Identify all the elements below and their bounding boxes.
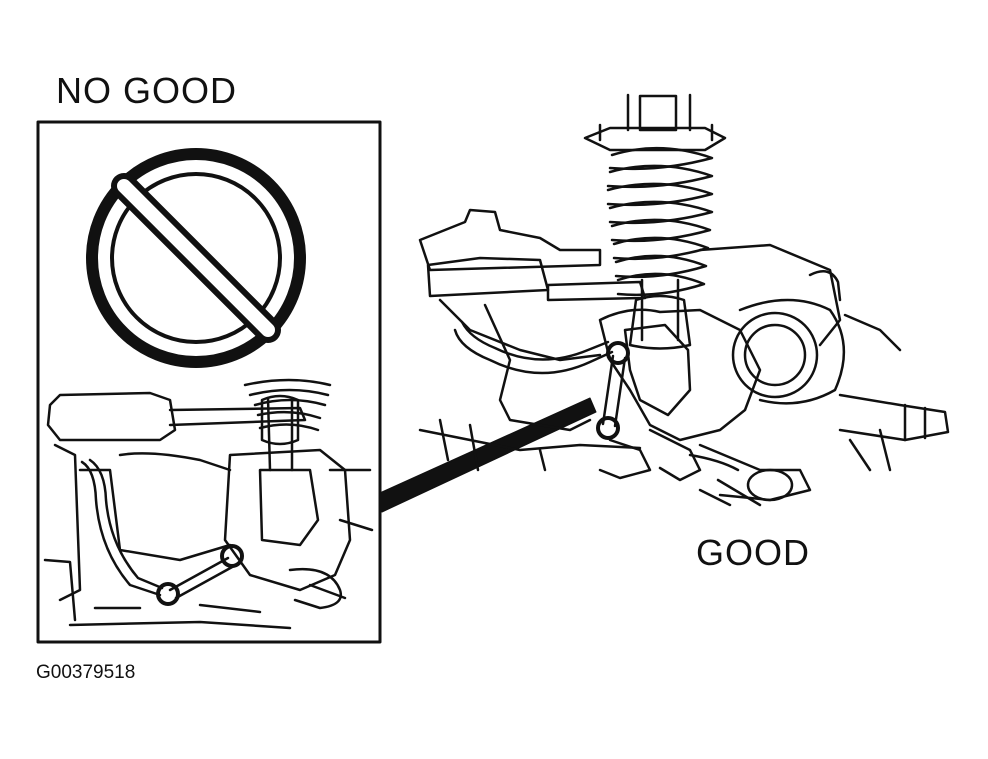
no-good-suspension-sketch: [43, 378, 374, 630]
figure-id: G00379518: [36, 662, 136, 683]
good-suspension-assembly: [418, 93, 950, 507]
no-good-panel-frame: [36, 120, 382, 644]
detail-leader-pointer: [381, 397, 597, 513]
good-label: GOOD: [696, 532, 811, 573]
prohibition-icon: [86, 148, 306, 368]
no-good-label: NO GOOD: [56, 70, 238, 111]
